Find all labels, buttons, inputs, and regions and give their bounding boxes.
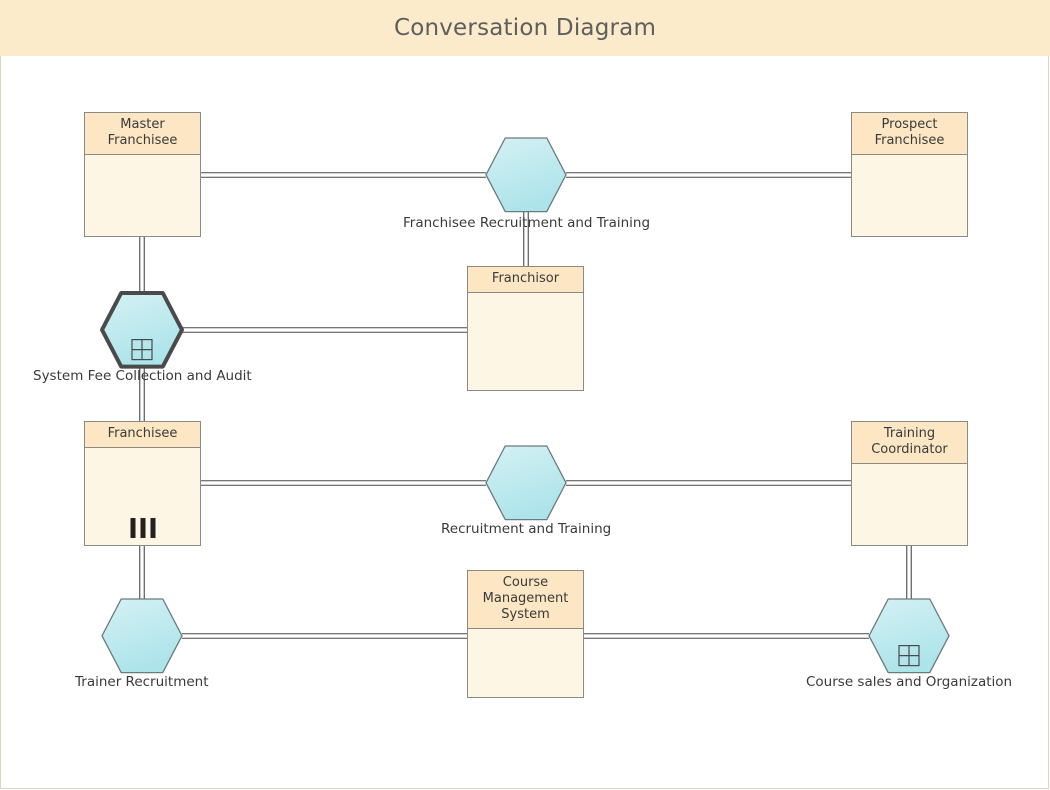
participant-body — [85, 448, 200, 545]
participant-training-coordinator[interactable]: Training Coordinator — [851, 421, 968, 546]
participant-body — [852, 155, 967, 236]
conversation-recruitment-and-training[interactable] — [485, 445, 567, 521]
participant-label: Prospect Franchisee — [852, 113, 967, 155]
page-title: Conversation Diagram — [393, 15, 657, 41]
sub-conversation-grid-icon — [131, 339, 153, 361]
conversation-hexagon-shape — [100, 291, 184, 369]
conversation-trainer-recruitment[interactable] — [101, 598, 183, 674]
participant-prospect-franchisee[interactable]: Prospect Franchisee — [851, 112, 968, 237]
conversation-course-sales-and-organization[interactable] — [868, 598, 950, 674]
conversation-franchisee-recruitment-and-training[interactable] — [485, 137, 567, 213]
conversation-system-fee-collection-and-audit[interactable] — [100, 291, 184, 369]
participant-label: Course Management System — [468, 571, 583, 629]
participant-body — [852, 464, 967, 545]
participant-label: Master Franchisee — [85, 113, 200, 155]
conversation-hexagon-shape — [101, 598, 183, 674]
conversation-hexagon-shape — [868, 598, 950, 674]
conversation-hexagon-shape — [485, 445, 567, 521]
conversation-hexagon-shape — [485, 137, 567, 213]
multi-instance-marker-icon — [130, 518, 155, 538]
participant-body — [468, 629, 583, 697]
sub-conversation-grid-icon — [898, 645, 920, 667]
participant-label: Training Coordinator — [852, 422, 967, 464]
participant-body — [85, 155, 200, 236]
participant-label: Franchisor — [468, 267, 583, 293]
participant-franchisee[interactable]: Franchisee — [84, 421, 201, 546]
conversation-label-franchisee-recruitment-and-training: Franchisee Recruitment and Training — [403, 215, 651, 231]
participant-master-franchisee[interactable]: Master Franchisee — [84, 112, 201, 237]
participant-body — [468, 293, 583, 390]
conversation-label-recruitment-and-training: Recruitment and Training — [441, 521, 612, 537]
conversation-label-system-fee-collection-and-audit: System Fee Collection and Audit — [33, 368, 252, 384]
conversation-label-trainer-recruitment: Trainer Recruitment — [75, 674, 209, 690]
participant-course-management-system[interactable]: Course Management System — [467, 570, 584, 698]
conversation-label-course-sales-and-organization: Course sales and Organization — [806, 674, 1013, 690]
participant-label: Franchisee — [85, 422, 200, 448]
title-banner: Conversation Diagram — [0, 0, 1050, 56]
participant-franchisor[interactable]: Franchisor — [467, 266, 584, 391]
